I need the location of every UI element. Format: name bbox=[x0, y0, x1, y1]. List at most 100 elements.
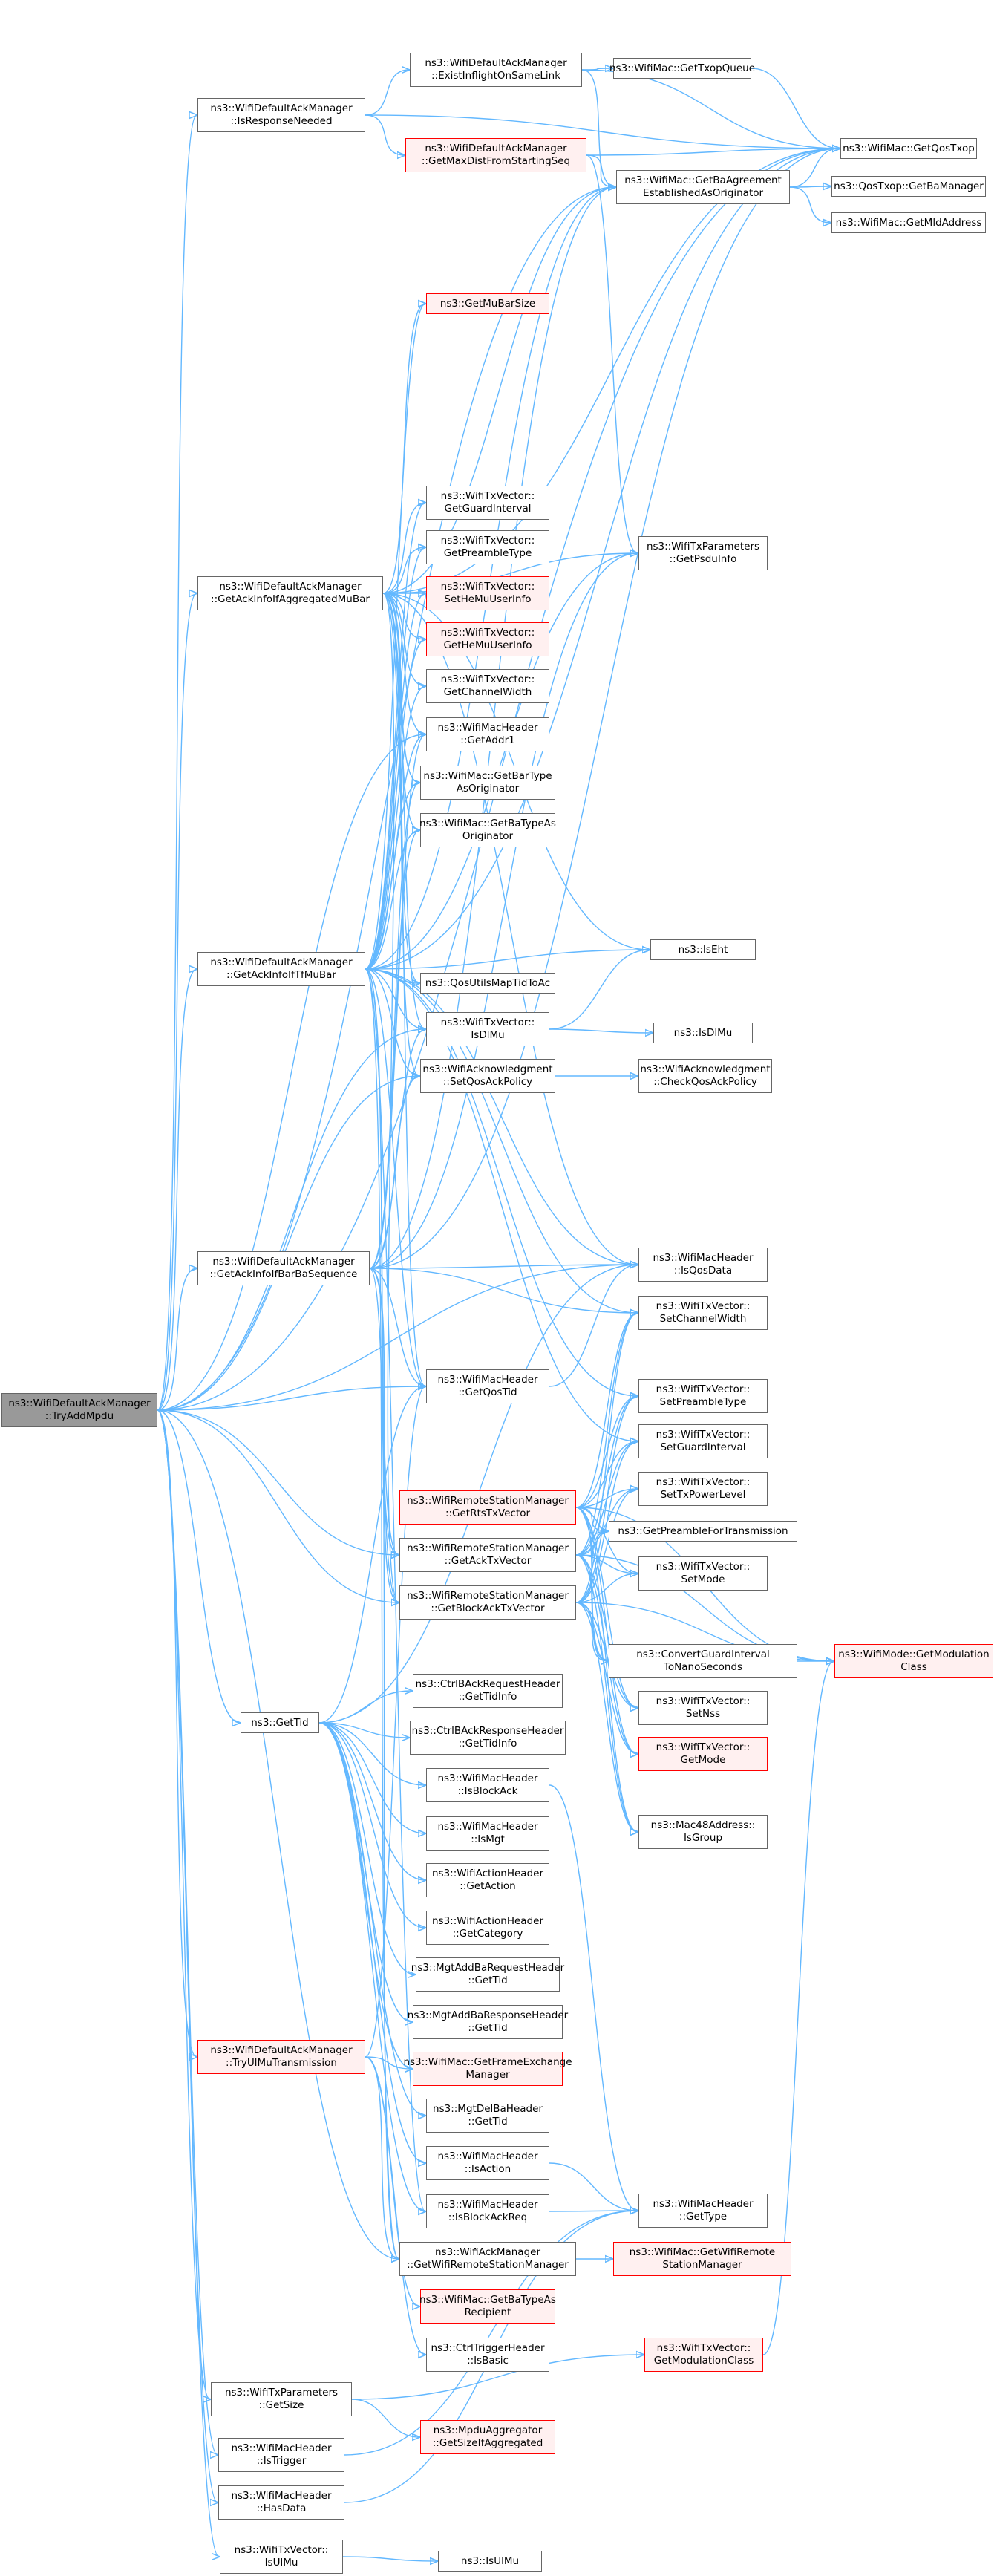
node-mgtaddbaresponse-gettid[interactable]: ns3::MgtAddBaResponseHeader::GetTid bbox=[408, 2005, 568, 2039]
node-sethemuuserinfo[interactable]: ns3::WifiTxVector::SetHeMuUserInfo bbox=[426, 576, 549, 610]
node-getackinfoiftfmubar[interactable]: ns3::WifiDefaultAckManager::GetAckInfoIf… bbox=[197, 952, 365, 986]
node-getrtstxvector[interactable]: ns3::WifiRemoteStationManager::GetRtsTxV… bbox=[399, 1490, 576, 1525]
node-getaction[interactable]: ns3::WifiActionHeader::GetAction bbox=[426, 1863, 549, 1897]
node-getmode[interactable]: ns3::WifiTxVector::GetMode bbox=[638, 1737, 768, 1771]
node-getmldaddress[interactable]: ns3::WifiMac::GetMldAddress bbox=[831, 212, 986, 233]
node-getackinfoifbarbasequence[interactable]: ns3::WifiDefaultAckManager::GetAckInfoIf… bbox=[197, 1251, 370, 1285]
node-label-line: GetMode bbox=[680, 1754, 726, 1766]
node-getackinfoifaggregatedmubar[interactable]: ns3::WifiDefaultAckManager::GetAckInfoIf… bbox=[197, 576, 383, 610]
node-setnss[interactable]: ns3::WifiTxVector::SetNss bbox=[638, 1691, 768, 1725]
node-gettype[interactable]: ns3::WifiMacHeader::GetType bbox=[638, 2194, 768, 2228]
node-label-line: Originator bbox=[462, 830, 514, 842]
node-txvector-isdlmu[interactable]: ns3::WifiTxVector::IsDlMu bbox=[426, 1012, 549, 1046]
edge-getackinfoifaggregatedmubar-to-getmubarsize bbox=[382, 304, 425, 594]
node-getguardinterval[interactable]: ns3::WifiTxVector::GetGuardInterval bbox=[426, 486, 549, 520]
node-getmaxdistfromstartingseq[interactable]: ns3::WifiDefaultAckManager::GetMaxDistFr… bbox=[405, 138, 586, 172]
node-istrigger[interactable]: ns3::WifiMacHeader::IsTrigger bbox=[218, 2438, 344, 2472]
node-label-line: ns3::WifiDefaultAckManager bbox=[210, 2044, 353, 2056]
node-isaction[interactable]: ns3::WifiMacHeader::IsAction bbox=[426, 2146, 549, 2180]
node-ctrlbackresponseheader-gettidinfo[interactable]: ns3::CtrlBAckResponseHeader::GetTidInfo bbox=[410, 1721, 566, 1755]
node-hasdata[interactable]: ns3::WifiMacHeader::HasData bbox=[218, 2485, 344, 2520]
node-label-line: GetChannelWidth bbox=[443, 686, 532, 698]
node-label-line: ::GetAckInfoIfBarBaSequence bbox=[209, 1268, 358, 1280]
node-getpsduinfo[interactable]: ns3::WifiTxParameters::GetPsduInfo bbox=[638, 536, 768, 570]
node-getpreambletype[interactable]: ns3::WifiTxVector::GetPreambleType bbox=[426, 530, 549, 564]
node-gettid[interactable]: ns3::GetTid bbox=[241, 1712, 319, 1733]
node-gettxopqueue[interactable]: ns3::WifiMac::GetTxopQueue bbox=[609, 58, 755, 79]
node-setchannelwidth[interactable]: ns3::WifiTxVector::SetChannelWidth bbox=[638, 1296, 768, 1330]
node-label-line: GetHeMuUserInfo bbox=[443, 639, 532, 651]
node-label-line: AsOriginator bbox=[456, 783, 520, 795]
edge-getblockacktxvector-to-setpreambletype bbox=[575, 1396, 638, 1603]
node-mgtaddbarequest-gettid[interactable]: ns3::MgtAddBaRequestHeader::GetTid bbox=[411, 1957, 564, 1992]
node-tryulmutransmission[interactable]: ns3::WifiDefaultAckManager::TryUlMuTrans… bbox=[197, 2040, 365, 2074]
node-isresponseneeded[interactable]: ns3::WifiDefaultAckManager::IsResponseNe… bbox=[197, 98, 365, 132]
node-label-line: ::GetAckInfoIfTfMuBar bbox=[226, 969, 336, 981]
node-label-line: ns3::WifiMac::GetTxopQueue bbox=[609, 62, 756, 74]
node-txparams-getsize[interactable]: ns3::WifiTxParameters::GetSize bbox=[211, 2382, 352, 2416]
node-getqostid[interactable]: ns3::WifiMacHeader::GetQosTid bbox=[426, 1369, 549, 1403]
node-isblockack[interactable]: ns3::WifiMacHeader::IsBlockAck bbox=[426, 1768, 549, 1802]
edge-getackinfoifbarbasequence-to-getqostxop bbox=[369, 149, 840, 1269]
node-getwifiremotestationmanager[interactable]: ns3::WifiAckManager::GetWifiRemoteStatio… bbox=[399, 2242, 576, 2276]
node-isqosdata[interactable]: ns3::WifiMacHeader::IsQosData bbox=[638, 1248, 768, 1282]
node-label-line: IsDlMu bbox=[471, 1029, 505, 1041]
node-getaddr1[interactable]: ns3::WifiMacHeader::GetAddr1 bbox=[426, 717, 549, 751]
node-iseht[interactable]: ns3::IsEht bbox=[650, 939, 756, 960]
node-setguardinterval[interactable]: ns3::WifiTxVector::SetGuardInterval bbox=[638, 1424, 768, 1458]
node-qosutilsmaptidtoac[interactable]: ns3::QosUtilsMapTidToAc bbox=[420, 973, 555, 994]
node-label-line: ::IsQosData bbox=[673, 1265, 733, 1276]
node-label-line: GetModulationClass bbox=[653, 2355, 754, 2367]
node-label-line: ::GetAckInfoIfAggregatedMuBar bbox=[211, 593, 370, 605]
node-existinflightonsamelink[interactable]: ns3::WifiDefaultAckManager::ExistInfligh… bbox=[410, 53, 582, 87]
node-mgtdelba-gettid[interactable]: ns3::MgtDelBaHeader::GetTid bbox=[426, 2099, 549, 2133]
node-ctrlbackrequestheader-gettidinfo[interactable]: ns3::CtrlBAckRequestHeader::GetTidInfo bbox=[413, 1674, 563, 1708]
node-label-line: ns3::WifiMacHeader bbox=[437, 2199, 538, 2211]
node-getmubarsize[interactable]: ns3::GetMuBarSize bbox=[426, 293, 549, 314]
node-getsizeifaggregated[interactable]: ns3::MpduAggregator::GetSizeIfAggregated bbox=[420, 2420, 555, 2454]
edge-getackinfoiftfmubar-to-getmubarsize bbox=[365, 304, 425, 970]
node-ismgt[interactable]: ns3::WifiMacHeader::IsMgt bbox=[426, 1816, 549, 1851]
node-label-line: ::GetTid bbox=[468, 2022, 508, 2034]
node-gethemuuserinfo[interactable]: ns3::WifiTxVector::GetHeMuUserInfo bbox=[426, 622, 549, 656]
node-checkqosackpolicy[interactable]: ns3::WifiAcknowledgment::CheckQosAckPoli… bbox=[638, 1059, 772, 1093]
edge-gettid-to-getcategory bbox=[318, 1722, 425, 1928]
node-label-line: ::GetPsduInfo bbox=[669, 553, 737, 565]
node-getblockacktxvector[interactable]: ns3::WifiRemoteStationManager::GetBlockA… bbox=[399, 1585, 576, 1620]
node-setmode[interactable]: ns3::WifiTxVector::SetMode bbox=[638, 1556, 768, 1591]
edge-tryaddmpdu-to-getbaagreementestablishedasoriginator bbox=[157, 187, 615, 1411]
node-setpreambletype[interactable]: ns3::WifiTxVector::SetPreambleType bbox=[638, 1379, 768, 1413]
node-label-line: ns3::WifiTxVector:: bbox=[656, 2342, 751, 2354]
node-getacktxvector[interactable]: ns3::WifiRemoteStationManager::GetAckTxV… bbox=[399, 1538, 576, 1572]
node-settxpowerlevel[interactable]: ns3::WifiTxVector::SetTxPowerLevel bbox=[638, 1472, 768, 1506]
node-setqosackpolicy[interactable]: ns3::WifiAcknowledgment::SetQosAckPolicy bbox=[420, 1059, 555, 1093]
node-getbamanager[interactable]: ns3::QosTxop::GetBaManager bbox=[831, 176, 986, 197]
node-getmodulationclass-txvector[interactable]: ns3::WifiTxVector::GetModulationClass bbox=[644, 2338, 763, 2372]
edge-tryaddmpdu-to-getackinfoifaggregatedmubar bbox=[157, 593, 197, 1411]
edge-istrigger-to-gettype bbox=[344, 2211, 638, 2456]
node-label-line: GetGuardInterval bbox=[444, 503, 532, 515]
node-getchannelwidth[interactable]: ns3::WifiTxVector::GetChannelWidth bbox=[426, 669, 549, 703]
node-ctrltrigger-isbasic[interactable]: ns3::CtrlTriggerHeader::IsBasic bbox=[426, 2338, 549, 2372]
node-getpreamblefortransmission[interactable]: ns3::GetPreambleForTransmission bbox=[609, 1521, 797, 1542]
node-txvector-isulmu[interactable]: ns3::WifiTxVector::IsUlMu bbox=[220, 2540, 343, 2574]
node-getcategory[interactable]: ns3::WifiActionHeader::GetCategory bbox=[426, 1911, 549, 1945]
node-isulmu[interactable]: ns3::IsUlMu bbox=[438, 2551, 542, 2572]
node-isdlmu[interactable]: ns3::IsDlMu bbox=[653, 1023, 753, 1043]
edge-getackinfoifbarbasequence-to-setqosackpolicy bbox=[369, 1076, 419, 1269]
node-isblockackreq[interactable]: ns3::WifiMacHeader::IsBlockAckReq bbox=[426, 2194, 549, 2228]
edge-getackinfoiftfmubar-to-sethemuuserinfo bbox=[365, 593, 425, 970]
node-getqostxop[interactable]: ns3::WifiMac::GetQosTxop bbox=[840, 138, 977, 159]
node-isgroup[interactable]: ns3::Mac48Address::IsGroup bbox=[638, 1815, 768, 1849]
edge-getackinfoiftfmubar-to-gethemuuserinfo bbox=[365, 639, 425, 970]
node-label-line: ns3::WifiMode::GetModulation bbox=[838, 1649, 990, 1660]
